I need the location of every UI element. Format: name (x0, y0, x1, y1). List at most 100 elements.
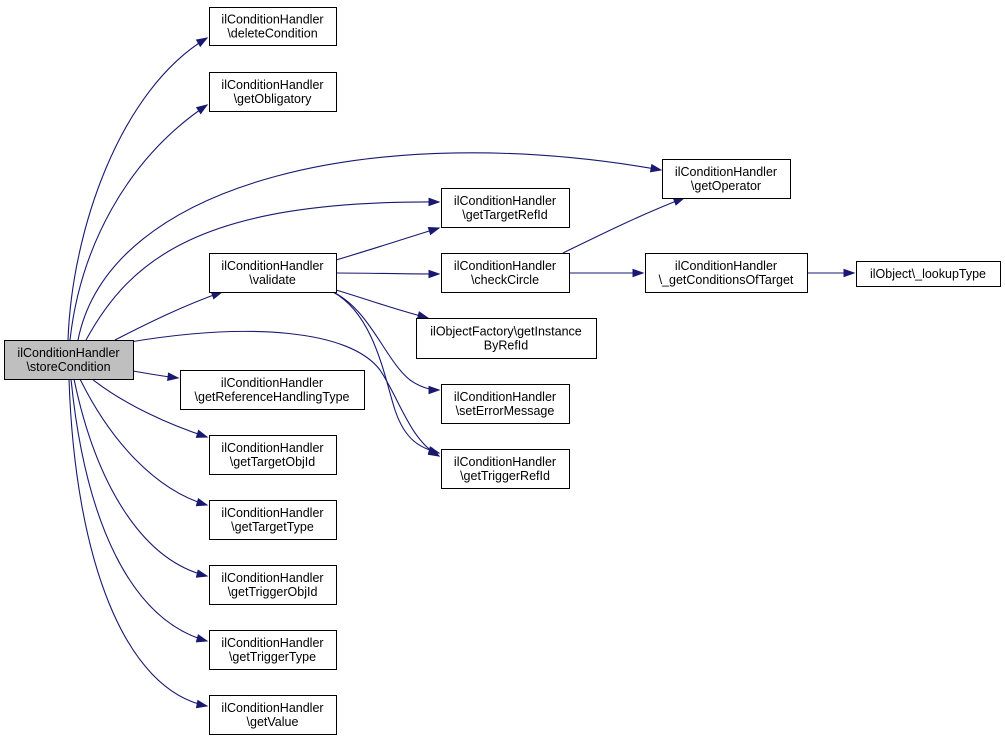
node-label-line: ilConditionHandler (17, 346, 119, 360)
node-box (180, 370, 365, 410)
node-label-line: \getTargetType (231, 520, 314, 534)
edge-line (69, 104, 208, 341)
node-validate[interactable]: ilConditionHandler\validate (209, 253, 337, 293)
node-label-line: \getTriggerObjId (228, 585, 318, 599)
edge-checkCircle-to-getOperator (562, 197, 686, 254)
node-getConditionsOfTarget[interactable]: ilConditionHandler\_getConditionsOfTarge… (645, 253, 808, 293)
node-box (209, 72, 337, 112)
node-checkCircle[interactable]: ilConditionHandler\checkCircle (441, 253, 570, 293)
node-box (209, 500, 337, 540)
node-label-line: ilConditionHandler (675, 259, 777, 273)
node-label-line: \checkCircle (471, 273, 539, 287)
node-label-line: \getTargetObjId (230, 455, 316, 469)
node-getTriggerObjId[interactable]: ilConditionHandler\getTriggerObjId (209, 565, 337, 605)
arrowhead (195, 569, 209, 578)
node-label-line: ilConditionHandler (454, 455, 556, 469)
arrowhead (195, 699, 209, 709)
edge-line (335, 227, 440, 261)
node-box (856, 261, 1001, 287)
node-box (209, 565, 337, 605)
edge-line (79, 378, 208, 506)
node-getTargetType[interactable]: ilConditionHandler\getTargetType (209, 500, 337, 540)
node-layer: ilConditionHandler\storeConditionilCondi… (4, 7, 1001, 735)
edge-line (332, 291, 440, 454)
node-getReferenceHandlingType[interactable]: ilConditionHandler\getReferenceHandlingT… (180, 370, 365, 410)
node-getTriggerType[interactable]: ilConditionHandler\getTriggerType (209, 630, 337, 670)
node-label-line: ilConditionHandler (221, 259, 323, 273)
node-box (662, 159, 791, 199)
node-deleteCondition[interactable]: ilConditionHandler\deleteCondition (209, 7, 337, 46)
node-getObligatory[interactable]: ilConditionHandler\getObligatory (209, 72, 337, 112)
node-label-line: ilConditionHandler (221, 441, 323, 455)
edge-getConditionsOfTarget-to-lookupType (807, 268, 856, 278)
arrowhead (427, 446, 441, 455)
arrowhead (195, 497, 209, 507)
edge-line (77, 152, 662, 341)
edge-line (85, 201, 440, 341)
edge-validate-to-setErrorMessage (332, 291, 441, 395)
node-label-line: \getObligatory (234, 92, 313, 106)
node-box (209, 7, 337, 46)
arrowhead (428, 269, 441, 279)
edge-storeCondition-to-getTargetType (79, 378, 209, 507)
node-storeCondition[interactable]: ilConditionHandler\storeCondition (4, 340, 134, 380)
node-label-line: \getTriggerType (229, 650, 316, 664)
node-label-line: ilConditionHandler (221, 571, 323, 585)
arrowhead (843, 268, 856, 278)
edge-validate-to-checkCircle (335, 269, 441, 279)
node-label-line: \getReferenceHandlingType (195, 390, 350, 404)
node-label-line: ilObject\_lookupType (870, 267, 986, 281)
edge-line (114, 291, 223, 341)
node-getTriggerRefId[interactable]: ilConditionHandler\getTriggerRefId (441, 449, 570, 489)
node-lookupType[interactable]: ilObject\_lookupType (856, 261, 1001, 287)
node-box (209, 695, 337, 735)
arrowhead (632, 268, 645, 278)
node-label-line: \validate (249, 273, 296, 287)
node-setErrorMessage[interactable]: ilConditionHandler\setErrorMessage (441, 384, 570, 424)
node-box (441, 384, 570, 424)
arrowhead (649, 163, 663, 173)
edge-storeCondition-to-getOperator (77, 152, 663, 341)
node-getValue[interactable]: ilConditionHandler\getValue (209, 695, 337, 735)
edge-line (335, 289, 429, 319)
node-label-line: ilObjectFactory\getInstance (430, 325, 582, 339)
arrowhead (195, 634, 209, 643)
edge-storeCondition-to-getTargetObjId (91, 378, 209, 438)
node-getTargetRefId[interactable]: ilConditionHandler\getTargetRefId (441, 188, 570, 228)
node-label-line: ilConditionHandler (221, 636, 323, 650)
node-label-line: \storeCondition (26, 360, 110, 374)
arrowhead (672, 197, 686, 206)
edge-storeCondition-to-deleteCondition (67, 37, 209, 341)
arrowhead (195, 37, 209, 48)
node-box (209, 630, 337, 670)
node-box (441, 449, 570, 489)
node-box (441, 188, 570, 228)
node-getTargetObjId[interactable]: ilConditionHandler\getTargetObjId (209, 435, 337, 475)
edge-storeCondition-to-getTargetRefId (85, 197, 441, 341)
node-label-line: \getTriggerRefId (460, 469, 550, 483)
node-box (441, 253, 570, 293)
node-getOperator[interactable]: ilConditionHandler\getOperator (662, 159, 791, 199)
node-label-line: ilConditionHandler (454, 194, 556, 208)
arrowhead (427, 226, 441, 236)
arrowhead (167, 372, 180, 381)
node-label-line: \getValue (247, 715, 299, 729)
arrowhead (428, 385, 441, 395)
arrowhead (428, 197, 441, 207)
node-box (416, 318, 597, 359)
node-label-line: ByRefId (484, 339, 529, 353)
arrowhead (416, 311, 430, 320)
edge-line (91, 378, 208, 438)
node-label-line: ilConditionHandler (454, 259, 556, 273)
node-label-line: \getOperator (691, 179, 761, 193)
node-box (645, 253, 808, 293)
node-label-line: ilConditionHandler (221, 13, 323, 27)
node-label-line: \getTargetRefId (462, 208, 548, 222)
edge-storeCondition-to-getTriggerType (70, 378, 209, 643)
edge-layer (67, 37, 856, 709)
edge-checkCircle-to-getConditionsOfTarget (569, 268, 645, 278)
edge-line (335, 272, 440, 275)
edge-storeCondition-to-getTriggerObjId (73, 378, 209, 578)
edge-validate-to-getTriggerRefId (332, 291, 441, 455)
